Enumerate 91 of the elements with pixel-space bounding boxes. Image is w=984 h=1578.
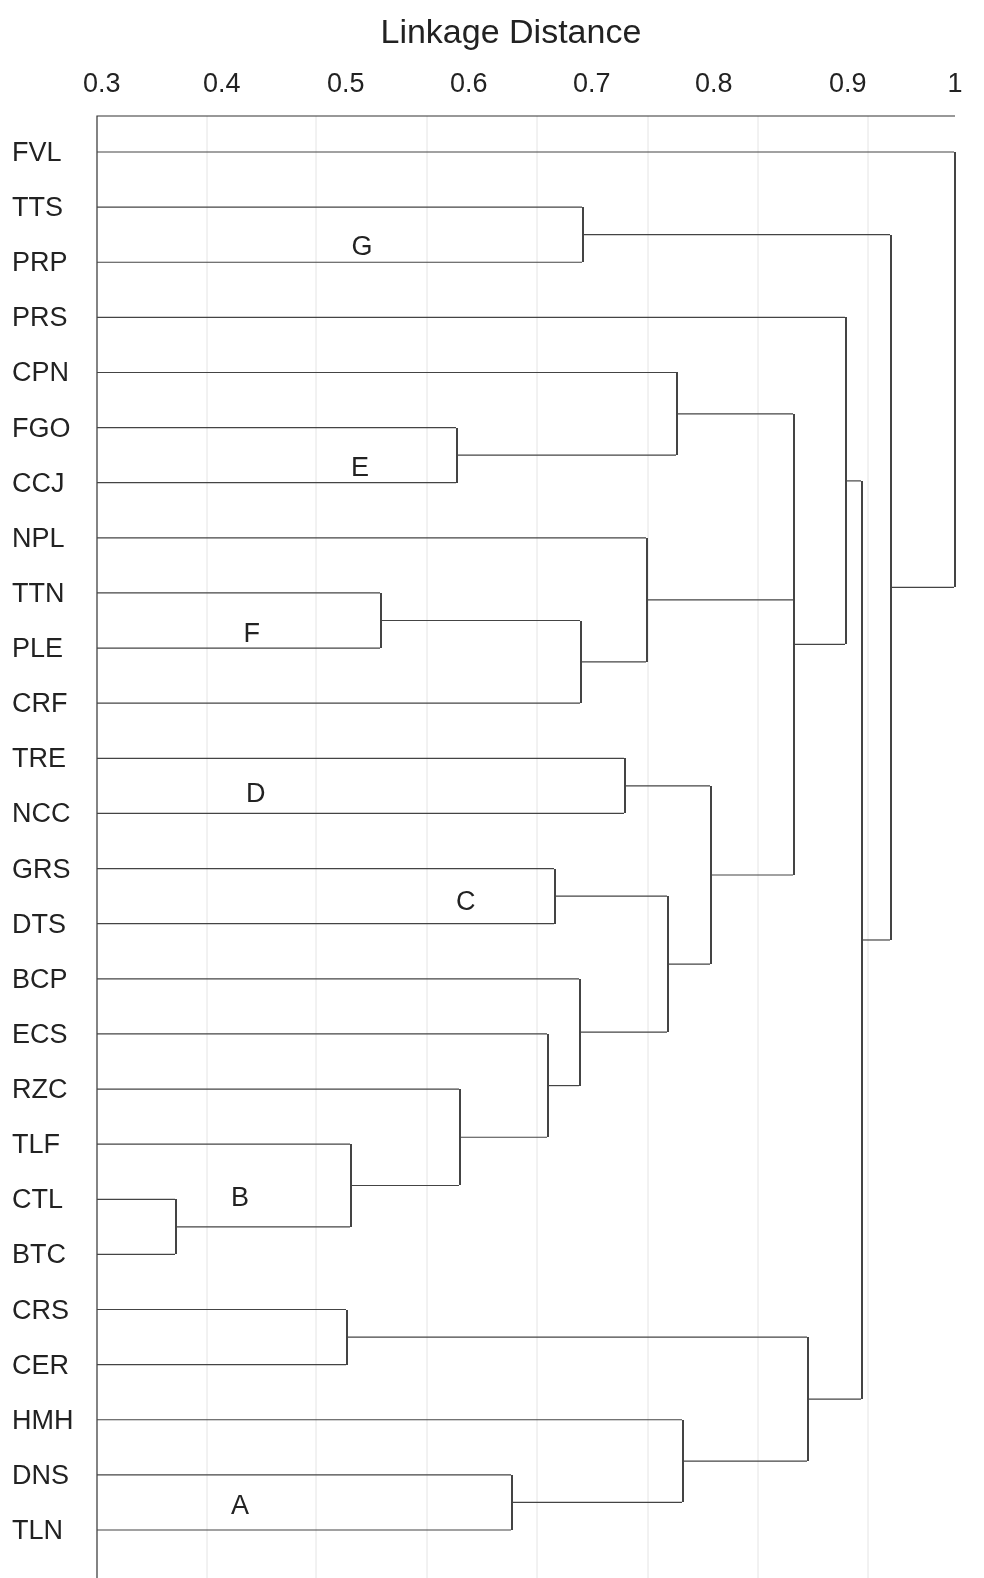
leaf-label: GRS [12, 853, 97, 884]
branch-line [96, 151, 955, 153]
branch-line [625, 785, 711, 787]
branch-line [96, 1033, 548, 1035]
branch-line [846, 480, 862, 482]
leaf-label: DNS [12, 1459, 97, 1490]
leaf-label: ECS [12, 1018, 97, 1049]
cluster-label: B [231, 1183, 249, 1211]
branch-line [647, 599, 794, 601]
branch-line [96, 1308, 347, 1311]
branch-line [96, 427, 457, 429]
leaf-label: BCP [12, 963, 97, 994]
branch-line [96, 1088, 460, 1090]
leaf-label: NCC [12, 798, 97, 829]
tick-label: 0.3 [83, 69, 121, 97]
leaf-label: BTC [12, 1239, 97, 1270]
branch-line [512, 1501, 683, 1504]
branch-line [96, 812, 625, 815]
branch-line [794, 643, 846, 645]
branch-line [96, 371, 677, 374]
branch-line [96, 1143, 351, 1145]
axis-title: Linkage Distance [380, 14, 642, 48]
leaf-label: CPN [12, 357, 97, 388]
branch-line [668, 963, 711, 965]
branch-line [381, 619, 581, 622]
branch-line [555, 895, 668, 897]
branch-line [96, 1474, 512, 1476]
leaf-label: RZC [12, 1074, 97, 1105]
branch-line [808, 1398, 862, 1400]
branch-line [457, 454, 677, 456]
branch-line [96, 702, 581, 704]
branch-line [96, 647, 381, 649]
branch-line [96, 1419, 683, 1421]
leaf-label: CTL [12, 1184, 97, 1215]
branch-line [96, 1253, 176, 1255]
tick-label: 0.6 [450, 69, 488, 97]
branch-line [711, 874, 794, 876]
leaf-label: TRE [12, 743, 97, 774]
branch-line [460, 1136, 548, 1138]
leaf-label: PRP [12, 247, 97, 278]
branch-line [96, 261, 583, 263]
branch-line [347, 1336, 808, 1338]
branch-line [583, 234, 891, 236]
branch-line [96, 592, 381, 594]
branch-line [96, 537, 647, 539]
leaf-label: TTN [12, 577, 97, 608]
cluster-label: D [246, 779, 266, 807]
leaf-label: TTS [12, 192, 97, 223]
branch-line [96, 1198, 176, 1200]
cluster-label: F [243, 619, 260, 647]
leaf-label: FGO [12, 412, 97, 443]
tick-label: 1 [947, 69, 963, 97]
branch-line [96, 206, 583, 208]
leaf-label: PRS [12, 302, 97, 333]
branch-line [96, 1364, 347, 1366]
branch-line [96, 978, 580, 980]
cluster-label: C [456, 887, 476, 915]
branch-line [351, 1184, 460, 1187]
branch-line [176, 1226, 351, 1228]
branch-line [548, 1085, 580, 1087]
leaf-label: DTS [12, 908, 97, 939]
tick-label: 0.9 [829, 69, 867, 97]
leaf-label: CRS [12, 1294, 97, 1325]
leaf-label: TLF [12, 1129, 97, 1160]
tick-label: 0.5 [327, 69, 365, 97]
cluster-label: E [351, 453, 369, 481]
tick-label: 0.7 [573, 69, 611, 97]
cluster-label: A [231, 1491, 249, 1519]
branch-line [96, 1529, 512, 1531]
leaf-label: CER [12, 1349, 97, 1380]
leaf-label: TLN [12, 1515, 97, 1545]
branch-line [862, 939, 891, 941]
branch-line [96, 867, 555, 870]
branch-line [96, 757, 625, 759]
branch-line [581, 661, 647, 663]
leaf-label: CCJ [12, 467, 97, 498]
branch-line [96, 482, 457, 484]
leaf-label: FVL [12, 137, 97, 167]
leaf-label: CRF [12, 688, 97, 719]
branch-line [683, 1460, 808, 1462]
leaf-label: NPL [12, 522, 97, 553]
branch-line [580, 1031, 668, 1033]
branch-line [96, 316, 846, 318]
branch-line [96, 923, 555, 925]
cluster-label: G [351, 232, 373, 260]
leaf-label: HMH [12, 1404, 97, 1435]
branch-line [891, 586, 955, 588]
tick-label: 0.8 [695, 69, 733, 97]
leaf-label: PLE [12, 633, 97, 664]
tick-label: 0.4 [203, 69, 241, 97]
branch-line [677, 413, 794, 415]
